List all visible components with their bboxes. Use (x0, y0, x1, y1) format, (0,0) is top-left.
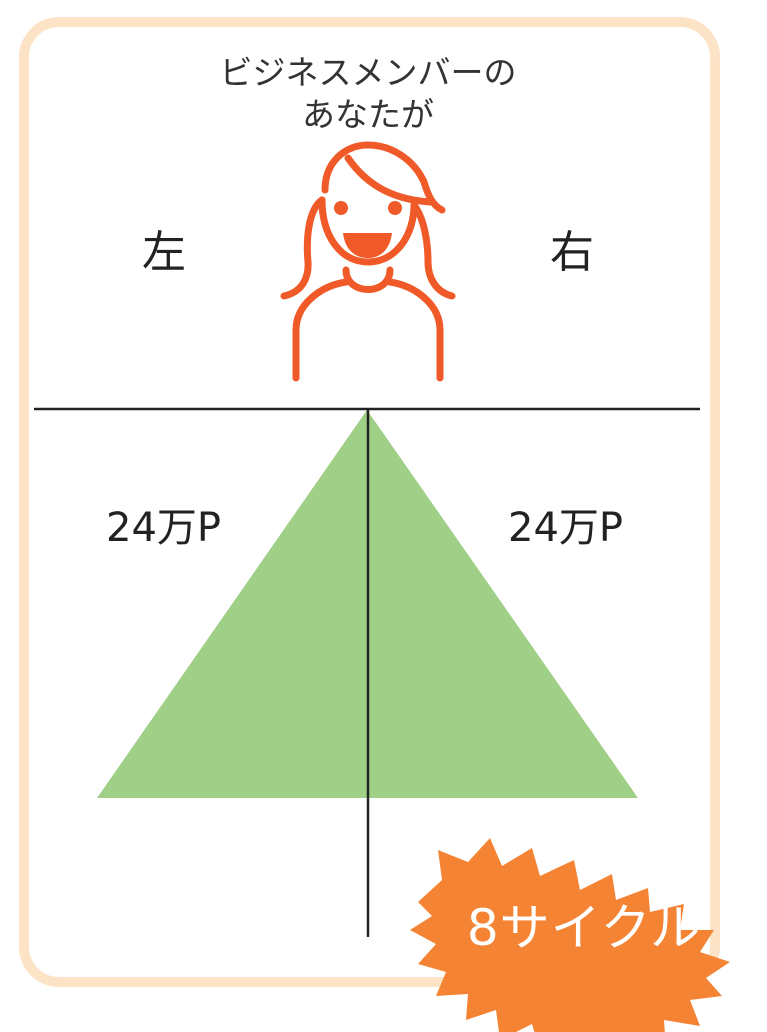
heading-line-1: ビジネスメンバーの (219, 53, 517, 92)
heading-line-2: あなたが (302, 95, 434, 134)
woman-avatar-icon (280, 141, 456, 382)
left-points-label: 24万P (106, 505, 222, 551)
left-side-label: 左 (142, 227, 186, 278)
right-side-label: 右 (550, 227, 594, 278)
heading: ビジネスメンバーの あなたが (168, 52, 568, 136)
cycle-badge-text: 8サイクル (466, 899, 702, 957)
right-points-label: 24万P (508, 505, 624, 551)
avatar-face-features (334, 201, 402, 258)
starburst-badge (410, 838, 730, 1032)
